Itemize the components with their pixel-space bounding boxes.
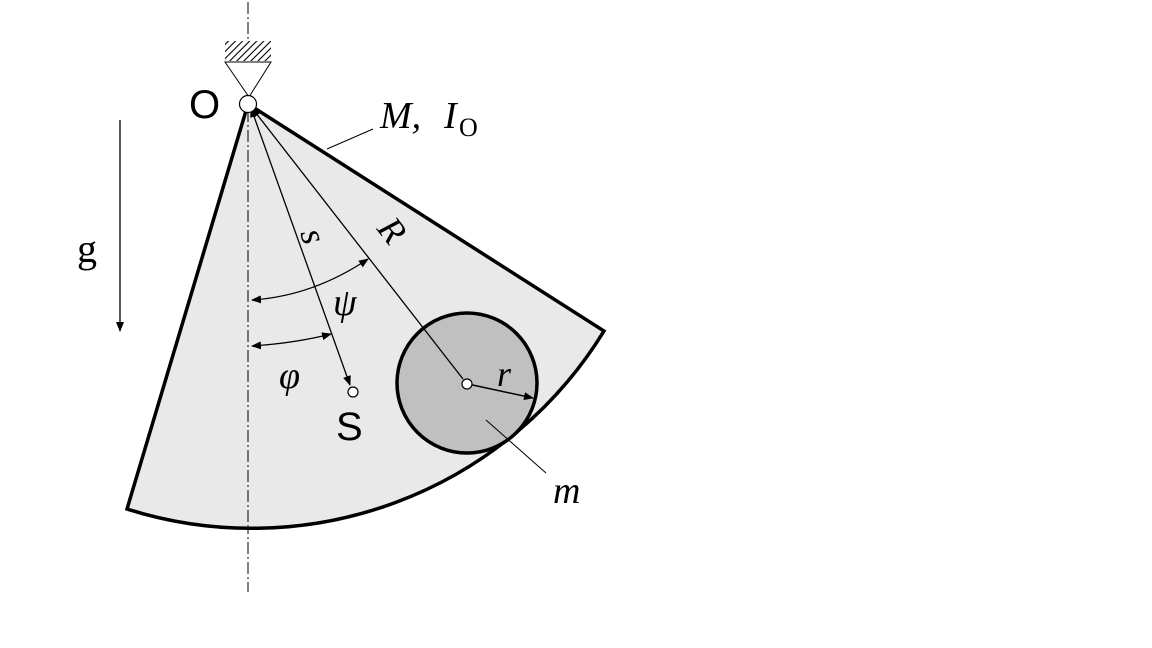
angle-phi-label: φ (279, 355, 300, 397)
center-of-mass-label: S (336, 405, 363, 449)
angle-phi-arc (251, 332, 332, 350)
distance-s-line (250, 107, 351, 386)
center-of-mass-point (347, 386, 359, 398)
disk-center-point (461, 378, 473, 390)
disk-mass-label: m (553, 470, 580, 512)
pivot-label: O (189, 83, 220, 127)
pivot-joint (238, 94, 258, 114)
body-mass-label: M, (379, 95, 421, 137)
inertia-subscript: O (459, 113, 478, 142)
gravity-label: g (77, 226, 97, 271)
support-ground-hatch (225, 41, 271, 61)
pendulum-sector (124, 101, 607, 531)
inertia-label: I (443, 95, 459, 137)
support-triangle (224, 61, 272, 98)
angle-psi-arc (251, 258, 369, 304)
body-label-leader (326, 128, 374, 150)
angle-psi-label: ψ (333, 282, 358, 324)
disk-mass-leader (485, 419, 547, 474)
disk-radius-label: r (497, 354, 512, 394)
disk-radius-arrow (467, 383, 534, 401)
